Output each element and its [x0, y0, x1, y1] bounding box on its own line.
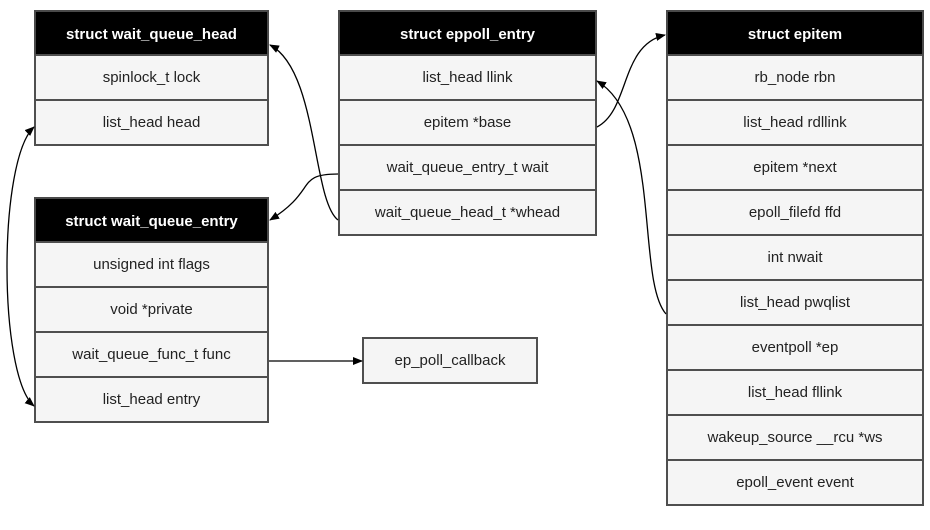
field-head: list_head head [34, 99, 269, 146]
field-func: wait_queue_func_t func [34, 331, 269, 378]
link-base-epitem [596, 33, 666, 128]
struct-eppoll-entry: struct eppoll_entry list_head llink epit… [338, 10, 597, 236]
link-whead-head [269, 44, 339, 221]
field-wait: wait_queue_entry_t wait [338, 144, 597, 191]
field-whead: wait_queue_head_t *whead [338, 189, 597, 236]
field-rdllink: list_head rdllink [666, 99, 924, 146]
wait-queue-head-title: struct wait_queue_head [34, 10, 269, 56]
link-head-entry [6, 126, 35, 407]
field-ffd: epoll_filefd ffd [666, 189, 924, 236]
field-ep: eventpoll *ep [666, 324, 924, 371]
field-nwait: int nwait [666, 234, 924, 281]
wait-queue-entry-title: struct wait_queue_entry [34, 197, 269, 243]
epitem-title: struct epitem [666, 10, 924, 56]
link-wait-entry [269, 173, 339, 221]
field-next: epitem *next [666, 144, 924, 191]
ep-poll-callback-box: ep_poll_callback [362, 337, 538, 384]
field-private: void *private [34, 286, 269, 333]
field-entry: list_head entry [34, 376, 269, 423]
field-base: epitem *base [338, 99, 597, 146]
field-rbn: rb_node rbn [666, 54, 924, 101]
field-fllink: list_head fllink [666, 369, 924, 416]
struct-wait-queue-entry: struct wait_queue_entry unsigned int fla… [34, 197, 269, 423]
field-lock: spinlock_t lock [34, 54, 269, 101]
link-pwqlist-llink [596, 80, 667, 315]
field-event: epoll_event event [666, 459, 924, 506]
field-flags: unsigned int flags [34, 241, 269, 288]
field-ws: wakeup_source __rcu *ws [666, 414, 924, 461]
struct-epitem: struct epitem rb_node rbn list_head rdll… [666, 10, 924, 506]
eppoll-entry-title: struct eppoll_entry [338, 10, 597, 56]
field-pwqlist: list_head pwqlist [666, 279, 924, 326]
struct-wait-queue-head: struct wait_queue_head spinlock_t lock l… [34, 10, 269, 146]
field-llink: list_head llink [338, 54, 597, 101]
